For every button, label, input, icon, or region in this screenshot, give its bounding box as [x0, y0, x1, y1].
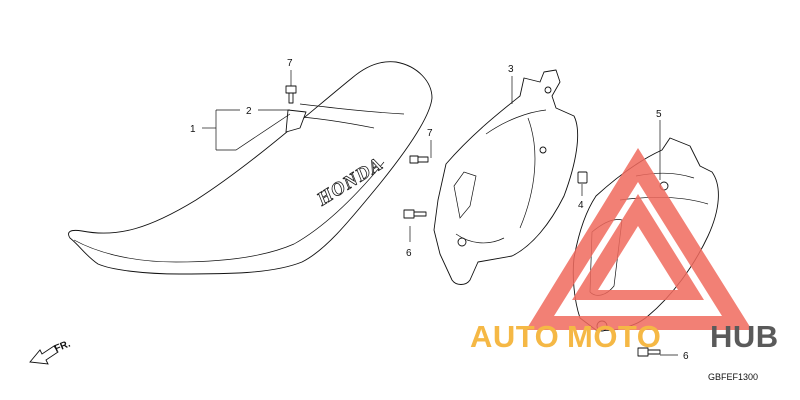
watermark-logo: [526, 148, 752, 330]
nut-icon: [577, 171, 588, 184]
bolt-icon: [409, 155, 429, 164]
callout-7-top: 7: [287, 58, 293, 69]
callout-6-left: 6: [406, 248, 412, 259]
left-side-cover: [433, 69, 579, 285]
seat-tab: [285, 109, 307, 133]
callout-2: 2: [246, 106, 252, 117]
bolt-icon: [637, 347, 661, 357]
callout-7-mid: 7: [427, 128, 433, 139]
leader-lines: [202, 70, 678, 356]
watermark-text-hub: HUB: [710, 319, 779, 354]
callout-6-right: 6: [683, 351, 689, 362]
callout-5: 5: [656, 109, 662, 120]
callout-1: 1: [190, 124, 196, 135]
bolt-icon: [403, 209, 427, 219]
callout-3: 3: [508, 64, 514, 75]
callout-4: 4: [578, 200, 584, 211]
seat: HONDA: [68, 61, 433, 275]
front-direction-label: FR.: [53, 338, 72, 354]
bolt-icon: [285, 85, 297, 104]
watermark-triangle-icon: [526, 148, 752, 330]
watermark-text-moto: MOTO: [567, 319, 661, 354]
watermark-text-auto: AUTO: [470, 319, 559, 354]
diagram-code: GBFEF1300: [708, 372, 758, 382]
front-direction-arrow-icon: [29, 345, 59, 365]
